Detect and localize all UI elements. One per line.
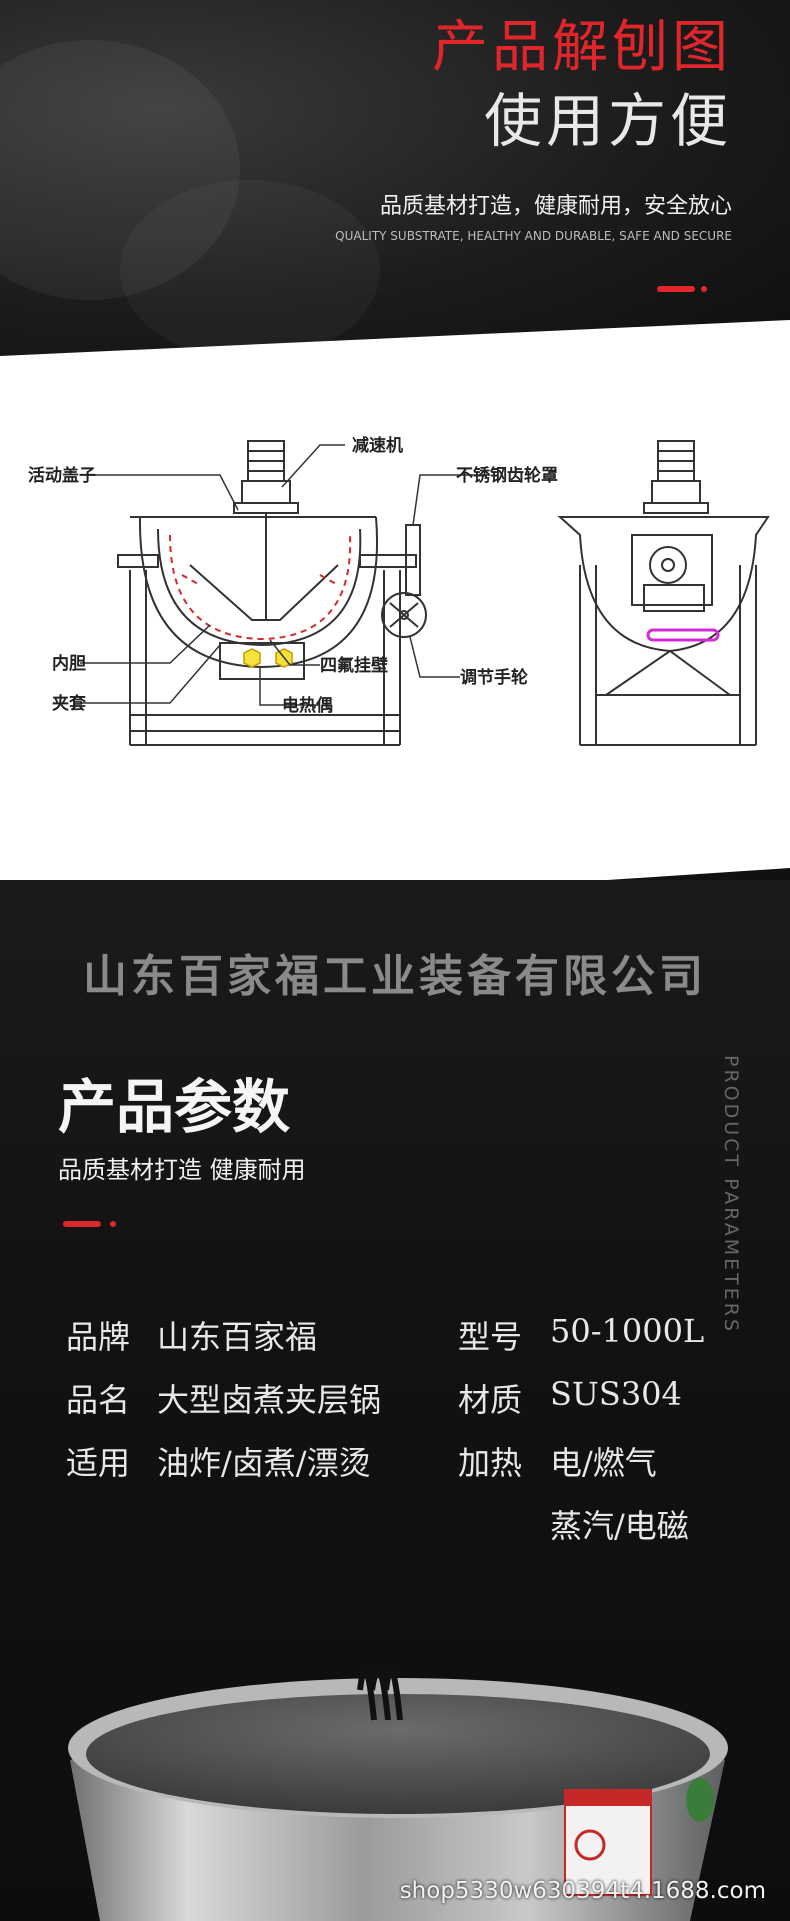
- jacket-shell: [138, 516, 378, 669]
- thermocouple-1: [243, 648, 261, 668]
- spec-value: 蒸汽/电磁: [550, 1507, 689, 1545]
- header-subtitle-en: QUALITY SUBSTRATE, HEALTHY AND DURABLE, …: [335, 229, 732, 243]
- label-reducer: 减速机: [352, 435, 403, 456]
- spec-value: 油炸/卤煮/漂烫: [157, 1444, 371, 1482]
- spec-key: 适用: [66, 1444, 131, 1482]
- accent-dot: [110, 1221, 116, 1227]
- spec-key: 加热: [458, 1444, 523, 1482]
- reducer-box: [241, 480, 291, 504]
- spec-value: 50-1000L: [550, 1312, 705, 1350]
- side-heater: [646, 628, 720, 642]
- diagram-band: [0, 320, 790, 920]
- watermark-url: shop5330w630394t4.1688.com: [399, 1878, 766, 1904]
- label-lid: 活动盖子: [28, 465, 96, 486]
- spec-key: 材质: [458, 1381, 523, 1419]
- company-name: 山东百家福工业装备有限公司: [83, 951, 707, 1002]
- spec-value: 山东百家福: [157, 1318, 318, 1356]
- label-gear-cover: 不锈钢齿轮罩: [456, 465, 558, 486]
- label-ptfe: 四氟挂壁: [320, 655, 388, 676]
- heater-box: [219, 642, 305, 680]
- accent-bar: [63, 1221, 101, 1227]
- red-heating-coil: [169, 534, 352, 641]
- label-handwheel: 调节手轮: [460, 667, 528, 688]
- accent-bar: [657, 286, 695, 292]
- spec-key: 型号: [458, 1318, 523, 1356]
- spec-value: SUS304: [550, 1375, 682, 1413]
- background-shape: [120, 180, 380, 360]
- params-subtitle: 品质基材打造 健康耐用: [58, 1156, 306, 1184]
- spec-value: 大型卤煮夹层锅: [157, 1381, 382, 1419]
- header-subtitle: 品质基材打造，健康耐用，安全放心: [379, 194, 732, 219]
- label-jacket: 夹套: [52, 693, 87, 714]
- spec-key: 品牌: [66, 1318, 131, 1356]
- pot-photo: [68, 1667, 728, 1921]
- background-shape: [0, 40, 240, 300]
- handwheel: [381, 592, 427, 638]
- params-vertical-label: PRODUCT PARAMETERS: [720, 1055, 742, 1335]
- title-white: 使用方便: [483, 87, 732, 155]
- accent-dot: [701, 286, 707, 292]
- anatomy-diagram: 活动盖子 减速机 不锈钢齿轮罩 内胆 夹套 四氟挂壁 电热偶 调节手轮: [28, 435, 770, 746]
- warning-sticker: [564, 1789, 652, 1896]
- spec-value: 电/燃气: [550, 1444, 657, 1482]
- label-thermo: 电热偶: [282, 695, 333, 716]
- spec-key: 品名: [66, 1381, 131, 1419]
- header-section: 产品解刨图 使用方便 品质基材打造，健康耐用，安全放心 QUALITY SUBS…: [0, 0, 790, 360]
- title-red: 产品解刨图: [432, 15, 732, 80]
- inner-bowl: [157, 528, 362, 647]
- params-title: 产品参数: [58, 1073, 291, 1141]
- label-inner: 内胆: [52, 653, 86, 674]
